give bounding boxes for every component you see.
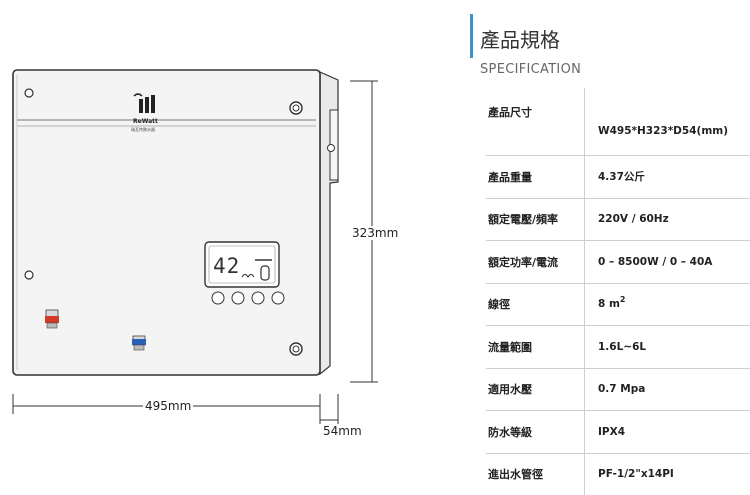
- spec-value: IPX4: [598, 411, 625, 453]
- spec-title-chinese: 產品規格: [480, 24, 560, 53]
- depth-dimension-label: 54mm: [323, 424, 362, 438]
- spec-row: 額定功率/電流 0 – 8500W / 0 – 40A: [486, 241, 750, 284]
- spec-title-english: SPECIFICATION: [480, 62, 581, 77]
- spec-label: 額定功率/電流: [486, 241, 581, 283]
- spec-value: 0 – 8500W / 0 – 40A: [598, 241, 712, 283]
- screw-icon: [290, 343, 302, 355]
- spec-value: W495*H323*D54(mm): [598, 88, 728, 155]
- spec-row: 額定電壓/頻率 220V / 60Hz: [486, 199, 750, 242]
- lcd-temperature: 42: [213, 254, 240, 278]
- spec-row: 產品尺寸 W495*H323*D54(mm): [486, 88, 750, 156]
- spec-label: 產品尺寸: [486, 88, 581, 155]
- spec-row: 流量範圍 1.6L~6L: [486, 326, 750, 369]
- spec-row: 進出水管徑 PF-1/2"x14PI: [486, 454, 750, 495]
- spec-row: 產品重量 4.37公斤: [486, 156, 750, 199]
- spec-label: 額定電壓/頻率: [486, 199, 581, 241]
- spec-value: 4.37公斤: [598, 156, 645, 198]
- spec-label: 進出水管徑: [486, 454, 581, 495]
- spec-label: 防水等級: [486, 411, 581, 453]
- brand-subtitle: 瑞瓦特熱水器: [131, 127, 155, 133]
- spec-label: 線徑: [486, 284, 581, 326]
- cold-water-inlet-icon: [132, 336, 146, 350]
- product-drawing: ReWatt 瑞瓦特熱水器 42 323mm 495mm 54mm: [0, 0, 440, 483]
- screw-icon: [25, 89, 33, 97]
- heater-front-panel: [13, 70, 320, 375]
- screw-icon: [290, 102, 302, 114]
- superscript: 2: [620, 295, 626, 304]
- brand-name: ReWatt: [133, 118, 158, 125]
- hot-water-outlet-icon: [45, 310, 59, 328]
- spec-value: 1.6L~6L: [598, 326, 646, 368]
- spec-value: PF-1/2"x14PI: [598, 454, 674, 495]
- side-screw-icon: [328, 145, 335, 152]
- title-accent-bar: [470, 14, 473, 58]
- spec-label: 流量範圍: [486, 326, 581, 368]
- control-button-icon: [252, 292, 264, 304]
- spec-value: 0.7 Mpa: [598, 369, 645, 411]
- spec-label: 產品重量: [486, 156, 581, 198]
- spec-row: 防水等級 IPX4: [486, 411, 750, 454]
- heater-illustration: [0, 0, 440, 483]
- specification-panel: 產品規格 SPECIFICATION 產品尺寸 W495*H323*D54(mm…: [466, 0, 750, 483]
- spec-table: 產品尺寸 W495*H323*D54(mm) 產品重量 4.37公斤 額定電壓/…: [486, 88, 750, 495]
- control-button-icon: [232, 292, 244, 304]
- control-button-icon: [212, 292, 224, 304]
- spec-label: 適用水壓: [486, 369, 581, 411]
- spec-value: 220V / 60Hz: [598, 199, 669, 241]
- width-dimension-label: 495mm: [143, 399, 193, 413]
- depth-dimension-line: [320, 394, 338, 424]
- screw-icon: [25, 271, 33, 279]
- control-button-icon: [272, 292, 284, 304]
- spec-row: 適用水壓 0.7 Mpa: [486, 369, 750, 412]
- height-dimension-label: 323mm: [352, 226, 398, 240]
